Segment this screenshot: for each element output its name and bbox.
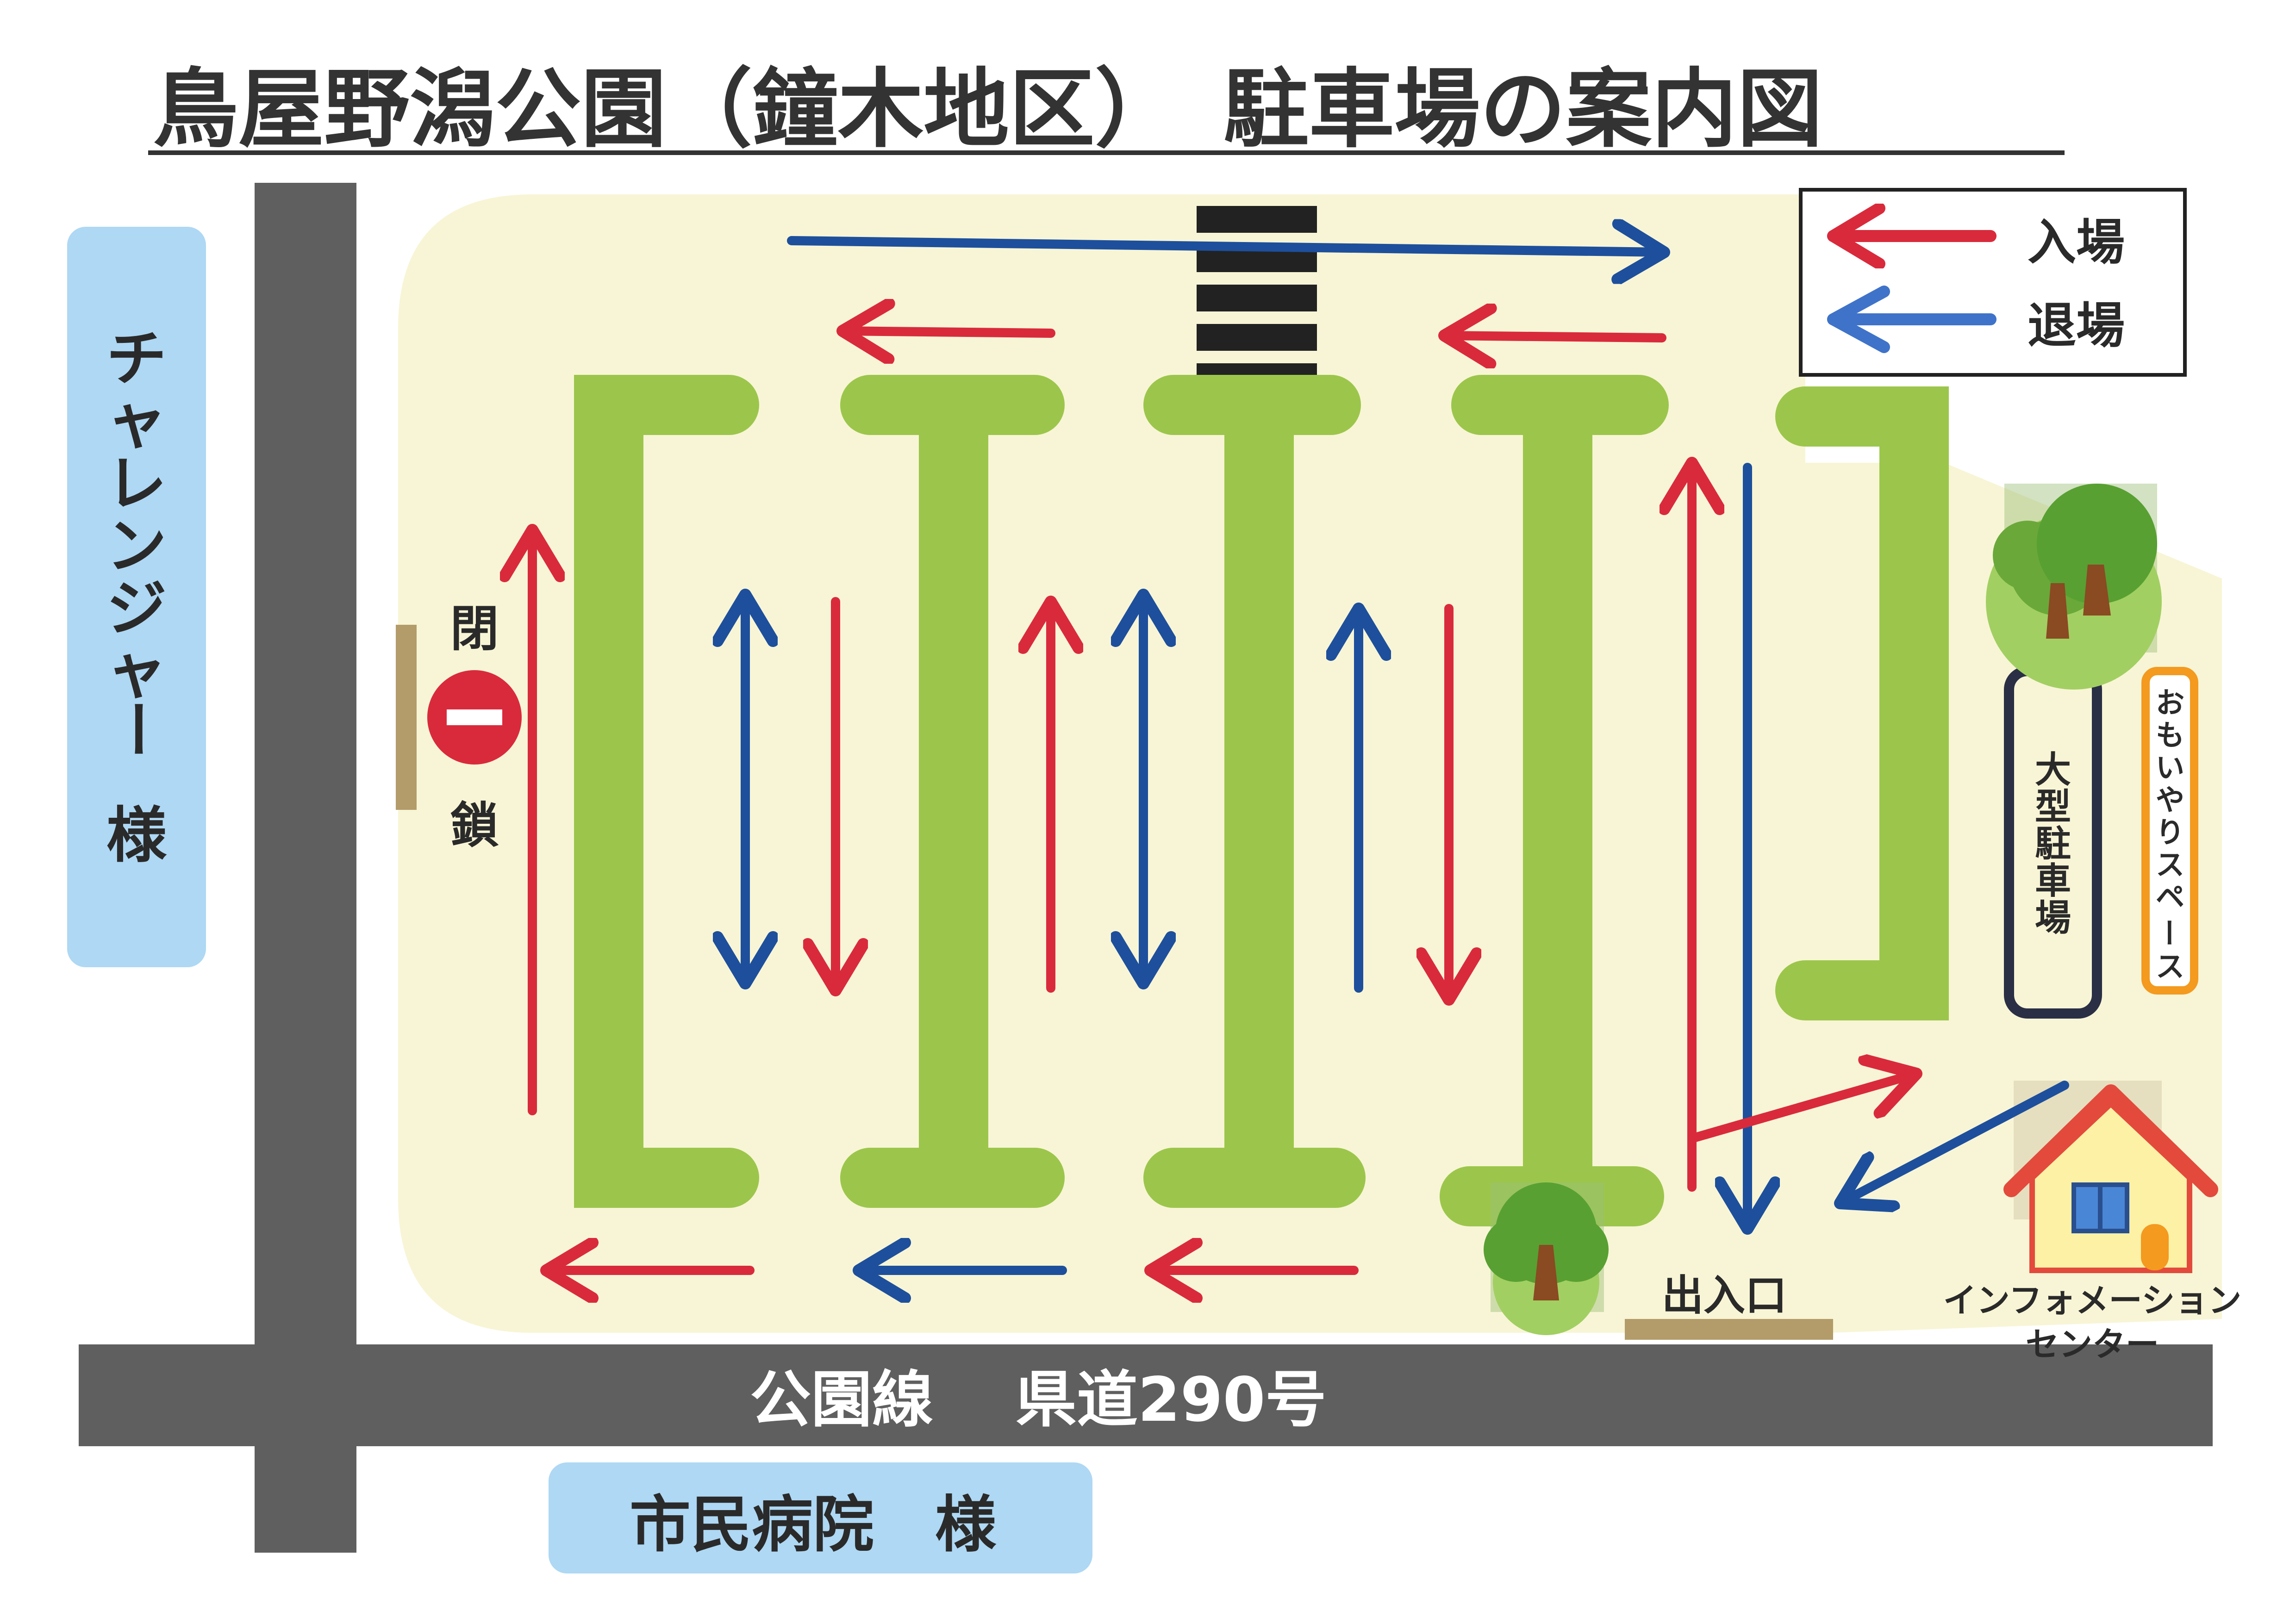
challenger-char: ン — [106, 511, 167, 581]
legend-enter-label: 入場 — [2028, 214, 2125, 271]
exit-arrow — [1840, 1081, 2069, 1203]
enter-arrow — [1444, 336, 1666, 338]
exit-arrow — [787, 241, 1664, 252]
large-parking-char: 大 — [2035, 749, 2071, 791]
closed-label-bottom: 鎖 — [450, 797, 499, 854]
tree-icon — [1986, 484, 2162, 690]
large-parking-char: 車 — [2035, 860, 2071, 902]
road-horizontal — [79, 1344, 2213, 1446]
island-right-bracket — [1775, 386, 1949, 1020]
legend-box — [1799, 188, 2187, 377]
hospital-label: 市民病院 様 — [630, 1489, 997, 1561]
large-parking-char: 型 — [2035, 786, 2071, 828]
challenger-char: ャ — [106, 386, 167, 456]
challenger-sign — [67, 227, 206, 967]
road-name: 公園線 県道290号 — [750, 1364, 1327, 1436]
challenger-suffix: 様 — [106, 800, 167, 871]
parking-islands — [574, 375, 1949, 1226]
info-center-label-line1: インフォメーション — [1943, 1281, 2241, 1320]
info-center-label-line2: センター — [2026, 1325, 2159, 1364]
traffic-arrows — [532, 241, 2069, 1270]
omoiyari-char: り — [2156, 815, 2184, 849]
legend: 入場 退場 — [1799, 188, 2187, 377]
omoiyari-char: も — [2156, 718, 2184, 752]
omoiyari-char: ス — [2156, 848, 2184, 882]
omoiyari-char: ス — [2156, 950, 2184, 983]
large-parking-char: 駐 — [2035, 823, 2071, 865]
omoiyari-char: ー — [2152, 918, 2185, 947]
road-vertical — [255, 183, 356, 1553]
closed-gate-bar — [396, 625, 417, 810]
island-i-1 — [840, 375, 1065, 1208]
parking-lot — [398, 194, 2222, 1333]
enter-arrow — [1687, 1074, 1916, 1143]
closed-label-top: 閉 — [450, 601, 499, 657]
legend-exit-arrowhead — [1827, 286, 1890, 353]
large-parking-char: 場 — [2035, 897, 2071, 939]
legend-exit-label: 退場 — [2028, 298, 2125, 354]
tree-icon — [1484, 1182, 1609, 1335]
enter-arrow — [842, 331, 1055, 333]
challenger-char: チ — [106, 323, 167, 394]
omoiyari-space — [2141, 667, 2198, 995]
challenger-char: ジ — [106, 573, 167, 644]
challenger-char: レ — [106, 448, 167, 519]
challenger-label: チ ャ レ ン ジ ャ ー 様 — [101, 323, 172, 871]
island-left-bracket — [574, 375, 759, 1208]
omoiyari-char: や — [2156, 783, 2184, 817]
omoiyari-char: お — [2156, 686, 2184, 720]
entrance-label: 出入口 — [1662, 1271, 1787, 1320]
omoiyari-char: い — [2156, 751, 2184, 784]
omoiyari-label: お も い や り ス ペ ー ス — [2152, 686, 2185, 983]
large-parking-label: 大 型 駐 車 場 — [2035, 749, 2071, 939]
island-i-2 — [1143, 375, 1366, 1208]
omoiyari-char: ペ — [2156, 880, 2184, 914]
page-title: 鳥屋野潟公園（鐘木地区） 駐車場の案内図 — [153, 59, 1823, 159]
hospital-sign — [549, 1462, 1092, 1573]
island-i-3 — [1440, 375, 1669, 1226]
challenger-char: ャ — [106, 636, 167, 706]
entrance-bar — [1625, 1319, 1833, 1340]
no-entry-icon — [427, 670, 522, 765]
challenger-char: ー — [101, 699, 172, 759]
